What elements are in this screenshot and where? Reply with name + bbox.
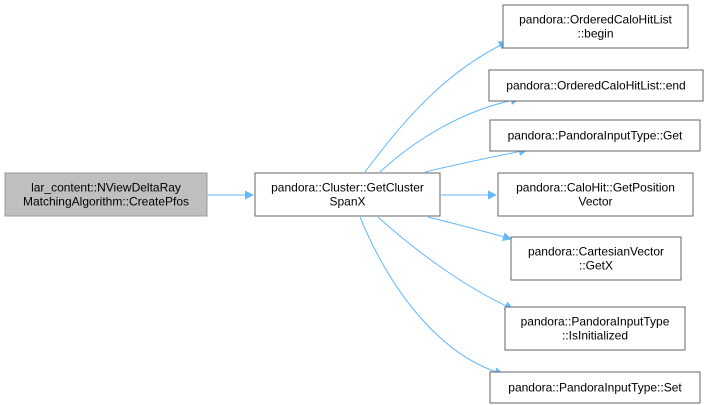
node-input_isinit[interactable]: pandora::PandoraInputType::IsInitialized [504, 306, 686, 351]
node-box [497, 172, 694, 217]
node-label-line: Vector [578, 195, 612, 209]
node-label-line: ::GetX [579, 259, 613, 273]
node-label-line: MatchingAlgorithm::CreatePfos [23, 195, 189, 209]
edge-get_cluster_span_x-to-ordered_end [379, 96, 520, 173]
node-box [510, 236, 682, 281]
node-label-line: ::IsInitialized [562, 329, 628, 343]
node-label-line: ::begin [577, 27, 613, 41]
node-box [254, 172, 441, 217]
node-label-line: pandora::PandoraInputType::Get [508, 129, 683, 143]
node-label-line: pandora::CartesianVector [528, 245, 664, 259]
node-box [489, 119, 701, 152]
node-label-line: pandora::OrderedCaloHitList [519, 13, 672, 27]
node-label-line: pandora::PandoraInputType::Set [508, 381, 682, 395]
node-label-line: pandora::Cluster::GetCluster [271, 181, 424, 195]
node-ordered_begin[interactable]: pandora::OrderedCaloHitList::begin [502, 4, 689, 49]
node-label-line: SpanX [329, 195, 365, 209]
node-input_set[interactable]: pandora::PandoraInputType::Set [489, 371, 701, 404]
node-input_get[interactable]: pandora::PandoraInputType::Get [489, 119, 701, 152]
nodes-layer: lar_content::NViewDeltaRayMatchingAlgori… [4, 4, 704, 404]
node-box [504, 306, 686, 351]
node-create_pfos: lar_content::NViewDeltaRayMatchingAlgori… [4, 172, 208, 217]
node-cartesian_getx[interactable]: pandora::CartesianVector::GetX [510, 236, 682, 281]
node-label-line: pandora::OrderedCaloHitList::end [506, 79, 685, 93]
edge-get_cluster_span_x-to-cartesian_getx [427, 216, 512, 242]
edge-get_cluster_span_x-to-input_isinit [377, 216, 514, 310]
node-label-line: pandora::CaloHit::GetPosition [516, 181, 675, 195]
edge-get_cluster_span_x-to-input_get [424, 147, 528, 173]
edge-get_cluster_span_x-to-ordered_begin [364, 41, 508, 173]
edges-layer [207, 41, 528, 377]
node-box [502, 4, 689, 49]
node-box [4, 172, 208, 217]
node-box [489, 371, 701, 404]
edge-get_cluster_span_x-to-input_set [359, 216, 504, 377]
node-box [488, 69, 704, 102]
node-label-line: lar_content::NViewDeltaRay [31, 181, 181, 195]
node-label-line: pandora::PandoraInputType [521, 315, 670, 329]
node-ordered_end[interactable]: pandora::OrderedCaloHitList::end [488, 69, 704, 102]
